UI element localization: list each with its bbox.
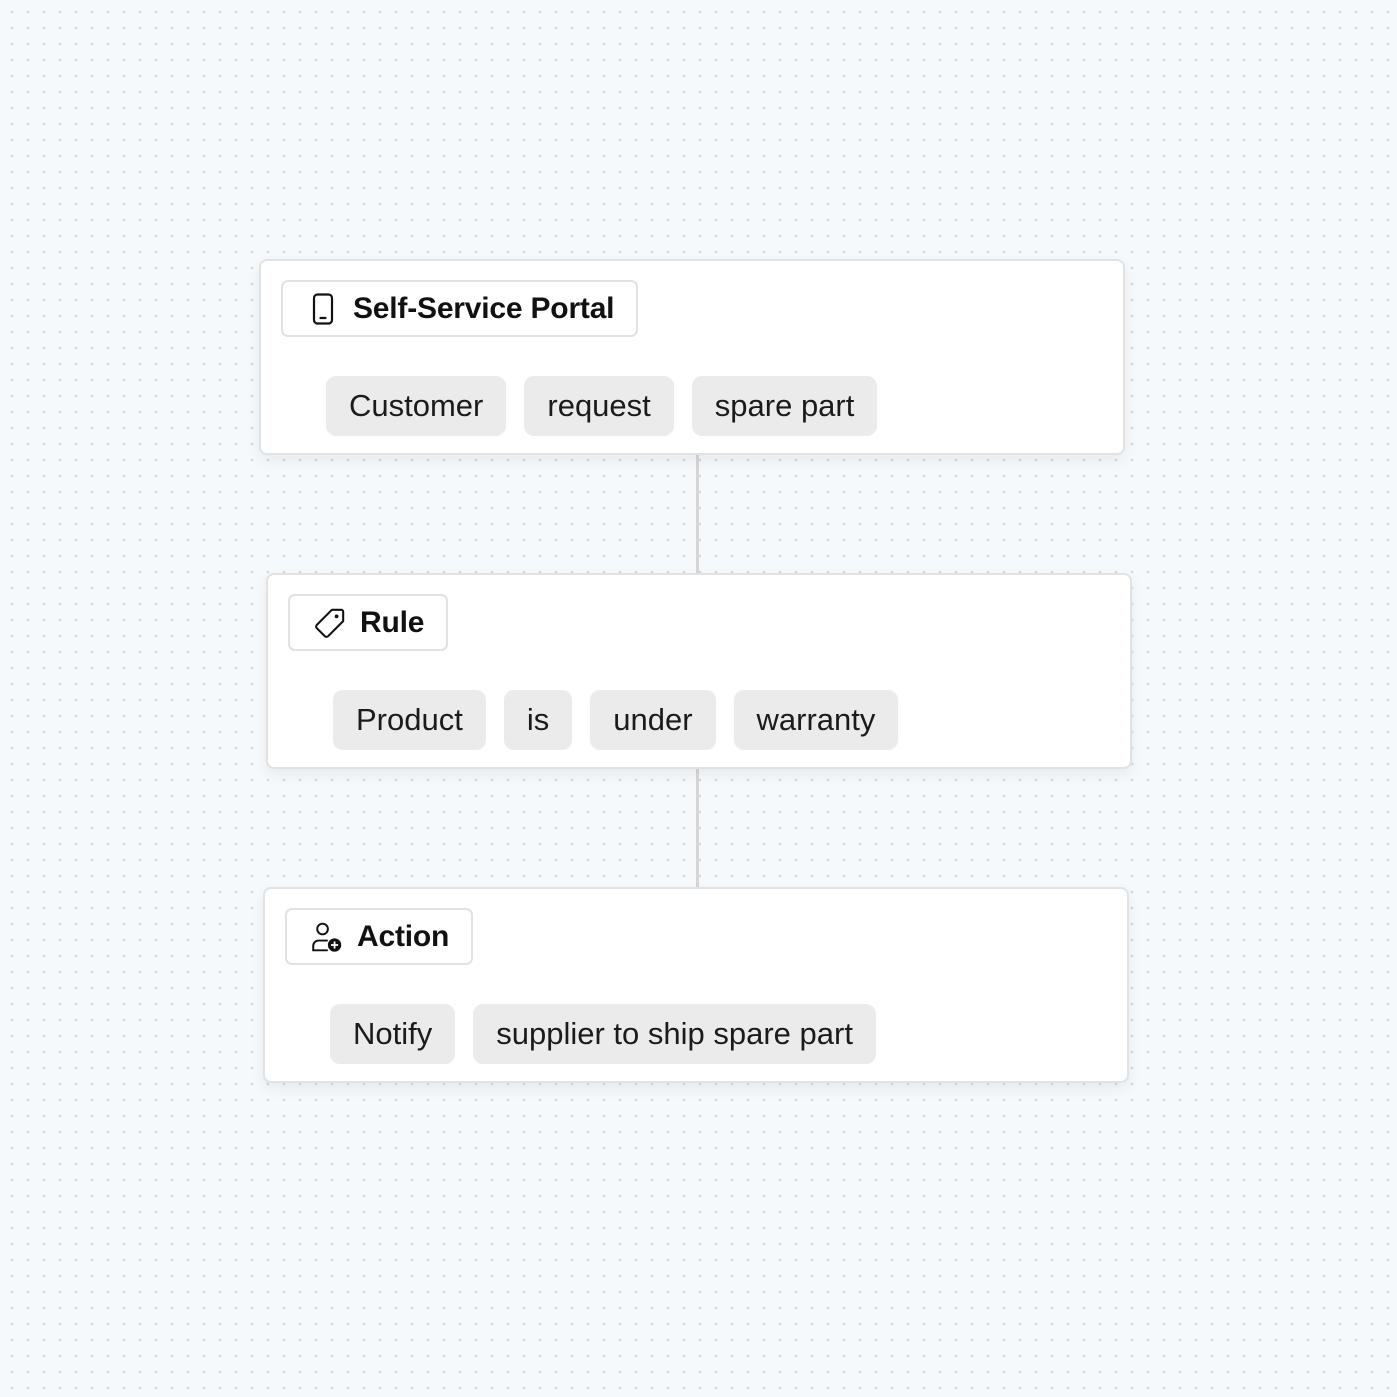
trigger-chip-request[interactable]: request [524,376,674,436]
trigger-chip-spare-part[interactable]: spare part [691,376,878,436]
trigger-chips: Customer request spare part [326,376,878,436]
trigger-card[interactable]: Self-Service Portal Customer request spa… [259,259,1125,455]
action-header[interactable]: Action [285,908,474,965]
trigger-chip-customer[interactable]: Customer [326,376,507,436]
action-chip-notify[interactable]: Notify [330,1004,456,1064]
connector-rule-action [696,768,699,889]
rule-chip-warranty[interactable]: warranty [733,690,899,750]
user-add-icon [311,921,343,953]
action-title: Action [357,919,450,953]
action-card[interactable]: Action Notify supplier to ship spare par… [263,887,1129,1083]
rule-header[interactable]: Rule [288,594,449,651]
action-chip-supplier[interactable]: supplier to ship spare part [473,1004,876,1064]
connector-trigger-rule [696,454,699,575]
mobile-phone-icon [307,292,339,325]
rule-chips: Product is under warranty [333,690,899,750]
rule-chip-is[interactable]: is [503,690,573,750]
rule-chip-under[interactable]: under [590,690,716,750]
rule-card[interactable]: Rule Product is under warranty [266,573,1132,769]
rule-title: Rule [360,605,425,639]
trigger-title: Self-Service Portal [353,291,615,325]
rule-chip-product[interactable]: Product [333,690,486,750]
action-chips: Notify supplier to ship spare part [330,1004,876,1064]
tag-icon [314,607,346,639]
trigger-header[interactable]: Self-Service Portal [281,280,639,337]
